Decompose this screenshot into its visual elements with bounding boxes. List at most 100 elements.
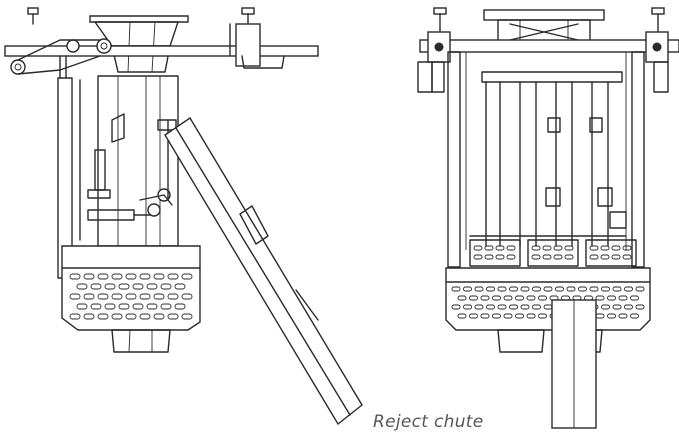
basket-slot <box>69 293 81 300</box>
front-outer-frame <box>447 51 645 268</box>
basket-slot <box>181 313 193 320</box>
basket-slot <box>486 304 495 310</box>
basket-slot <box>555 286 564 292</box>
plate-slot <box>531 254 541 260</box>
basket-slot <box>469 295 478 301</box>
front-side-clamps <box>417 31 669 93</box>
reject-chute-drawing <box>164 117 363 426</box>
basket-slot <box>167 293 179 300</box>
basket-slot <box>538 295 547 301</box>
basket-slot <box>69 313 81 320</box>
basket-slot <box>515 313 524 319</box>
basket-slot <box>635 286 645 292</box>
plate-slot <box>564 245 574 251</box>
basket-slot <box>532 304 541 310</box>
basket-slot <box>90 303 102 310</box>
basket-slot <box>83 273 95 280</box>
basket-slot <box>97 293 109 300</box>
basket-slot <box>578 286 587 292</box>
basket-slot <box>125 293 137 300</box>
front-mid-details <box>469 117 627 237</box>
basket-slot <box>589 286 599 292</box>
front-basket <box>445 267 651 331</box>
plate-slot <box>495 254 505 260</box>
basket-slot <box>503 313 513 319</box>
basket-slot <box>111 313 123 320</box>
basket-slot <box>543 286 553 292</box>
basket-slot <box>153 293 165 300</box>
plate-slot <box>495 245 505 251</box>
basket-slot <box>492 295 501 301</box>
plate-slot <box>589 245 599 251</box>
slotted-plate <box>527 239 579 267</box>
basket-slot <box>153 313 165 320</box>
plate-slot <box>484 254 494 260</box>
basket-slot <box>146 303 158 310</box>
basket-slot <box>104 303 116 310</box>
front-spouts <box>497 299 603 429</box>
basket-slot <box>595 295 605 301</box>
basket-slot <box>132 303 144 310</box>
basket-slot <box>480 295 490 301</box>
side-spout <box>111 329 171 353</box>
plate-slot <box>611 245 621 251</box>
basket-slot <box>181 293 193 300</box>
front-slotted-plates <box>469 239 637 267</box>
basket-slot <box>566 286 576 292</box>
side-top-knobs <box>27 7 255 25</box>
basket-slot <box>480 313 490 319</box>
side-main-beam <box>4 23 319 69</box>
basket-slot <box>153 273 165 280</box>
basket-slot <box>601 304 610 310</box>
plate-slot <box>600 245 610 251</box>
basket-slot <box>83 293 95 300</box>
basket-slot <box>76 283 88 290</box>
plate-slot <box>473 245 483 251</box>
plate-slot <box>589 254 599 260</box>
basket-slot <box>612 286 622 292</box>
plate-slot <box>622 254 632 260</box>
side-pivots <box>10 38 112 79</box>
front-basket-slots <box>451 286 645 319</box>
plate-slot <box>553 254 563 260</box>
basket-slot <box>532 286 541 292</box>
basket-slot <box>146 283 158 290</box>
front-top-knobs <box>433 7 665 33</box>
basket-slot <box>125 273 137 280</box>
basket-slot <box>607 295 616 301</box>
basket-slot <box>69 273 81 280</box>
basket-slot <box>492 313 501 319</box>
basket-slot <box>97 273 109 280</box>
plate-slot <box>600 254 610 260</box>
plate-slot <box>553 245 563 251</box>
basket-slot <box>630 295 639 301</box>
basket-slot <box>509 304 518 310</box>
basket-slot <box>111 293 123 300</box>
basket-slot <box>630 313 639 319</box>
basket-slot <box>463 286 472 292</box>
reject-chute-label: Reject chute <box>373 412 484 432</box>
slotted-plate <box>469 239 521 267</box>
basket-slot <box>618 313 628 319</box>
basket-slot <box>612 304 622 310</box>
basket-slot <box>118 303 130 310</box>
plate-slot <box>622 245 632 251</box>
plate-slot <box>542 254 552 260</box>
plate-slot <box>611 254 621 260</box>
basket-slot <box>515 295 524 301</box>
basket-slot <box>139 313 151 320</box>
basket-slot <box>104 283 116 290</box>
basket-slot <box>520 304 530 310</box>
basket-slot <box>457 295 467 301</box>
plate-slot <box>564 254 574 260</box>
basket-slot <box>601 286 610 292</box>
basket-slot <box>624 286 633 292</box>
basket-slot <box>520 286 530 292</box>
basket-slot <box>132 283 144 290</box>
plate-slot <box>506 245 516 251</box>
basket-slot <box>463 304 472 310</box>
basket-slot <box>474 304 484 310</box>
basket-slot <box>167 273 179 280</box>
basket-slot <box>139 293 151 300</box>
